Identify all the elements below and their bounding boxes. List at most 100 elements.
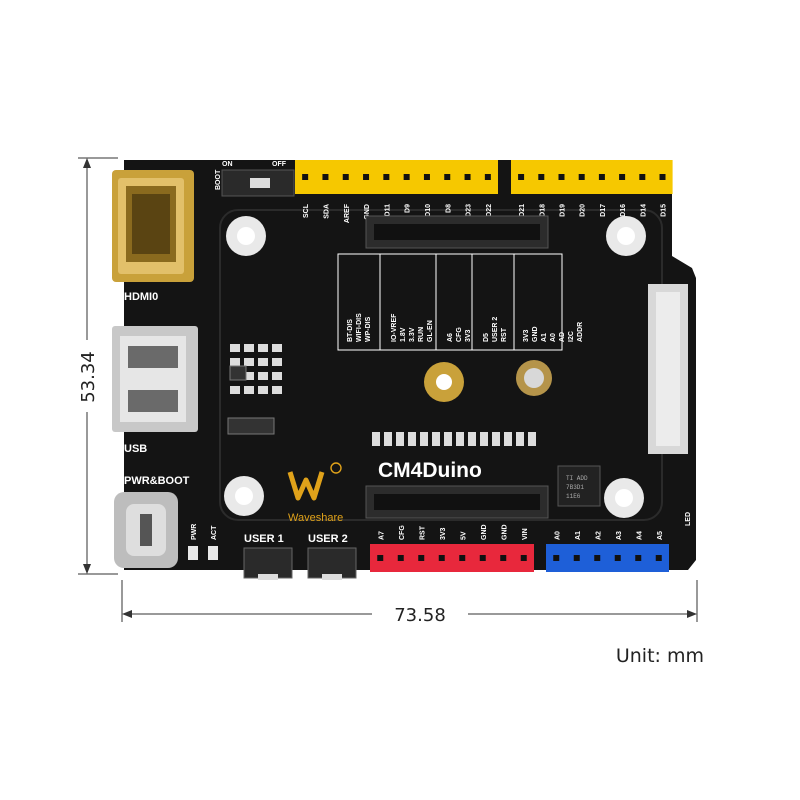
header-pin-hole <box>484 174 491 180</box>
smd-regulator <box>227 417 275 435</box>
jumper-label: A0 <box>550 333 557 342</box>
user1-button[interactable] <box>243 547 293 580</box>
pin-label: SCL <box>303 203 310 218</box>
smd-resistor <box>468 432 476 446</box>
height-dimension: 53.34 <box>78 157 118 575</box>
jumper-block <box>337 253 563 351</box>
header-pin-hole <box>479 555 486 561</box>
header-pin-hole <box>553 555 560 561</box>
header-pin-hole <box>444 174 451 180</box>
smd-resistor <box>432 432 440 446</box>
pin-label: D18 <box>539 204 546 217</box>
pin-label: D15 <box>661 204 668 217</box>
pin-label: VIN <box>522 528 529 540</box>
header-pin-hole <box>363 174 370 180</box>
pin-label: 3V3 <box>440 527 447 540</box>
pin-label: A1 <box>575 531 582 540</box>
brand-label: Waveshare <box>288 512 343 524</box>
smd-cap <box>244 386 254 394</box>
jumper-label: GL-EN <box>427 320 434 342</box>
jumper-label: 3.3V <box>409 327 416 342</box>
header-pin-hole <box>464 174 471 180</box>
jumper-label: A6 <box>447 333 454 342</box>
pin-label: D23 <box>466 204 473 217</box>
pin-label: D8 <box>445 204 452 213</box>
width-label: 73.58 <box>394 605 446 626</box>
jumper-label: WP-DIS <box>365 316 372 342</box>
smd-ic <box>229 365 247 381</box>
smd-cap <box>230 386 240 394</box>
smd-resistor <box>420 432 428 446</box>
header-pin-hole <box>423 174 430 180</box>
fpc-connector <box>648 284 688 454</box>
pin-label: D9 <box>405 204 412 213</box>
jumper-label: A1 <box>541 333 548 342</box>
pin-label: AREF <box>344 203 351 223</box>
header-pin-hole <box>639 174 646 180</box>
jumper-label: RUN <box>418 327 425 342</box>
width-dimension: 73.58 <box>121 580 698 626</box>
hdmi-label: HDMI0 <box>124 291 158 303</box>
boot-on-label: ON <box>222 161 233 168</box>
board-name: CM4Duino <box>378 459 482 482</box>
jumper-label: WIFI-DIS <box>356 313 363 342</box>
gold-pad <box>424 362 464 402</box>
header-pin-hole <box>438 555 445 561</box>
smd-cap <box>272 386 282 394</box>
jumper-label: 3V3 <box>465 329 472 342</box>
header-pin-hole <box>558 174 565 180</box>
header-pin-hole <box>459 555 466 561</box>
led-label: LED <box>685 512 692 526</box>
pin-label: D14 <box>640 204 647 217</box>
header-pin-hole <box>383 174 390 180</box>
user2-button[interactable] <box>307 547 357 580</box>
jumper-label: 3V3 <box>523 329 530 342</box>
mount-hole-br <box>604 478 644 518</box>
smd-components <box>227 344 536 446</box>
header-pin-hole <box>302 174 309 180</box>
height-label: 53.34 <box>78 351 99 403</box>
pin-label: D11 <box>384 204 391 217</box>
smd-resistor <box>456 432 464 446</box>
mount-hole-bl <box>224 476 264 516</box>
header-pin-hole <box>659 174 666 180</box>
mount-hole-tl <box>226 216 266 256</box>
header-pin-hole <box>619 174 626 180</box>
smd-cap <box>258 344 268 352</box>
jumper-label: BT-DIS <box>347 319 354 342</box>
pin-label: A2 <box>595 531 602 540</box>
silver-pad <box>516 360 552 396</box>
i2c-adc-chip: TI ADD 7B3D1 11E6 <box>557 465 601 507</box>
smd-cap <box>244 372 254 380</box>
header-pin-hole <box>397 555 404 561</box>
header-pin-hole <box>594 555 601 561</box>
jumper-label: D5 <box>483 333 490 342</box>
pin-label: D16 <box>620 204 627 217</box>
smd-resistor <box>384 432 392 446</box>
usb-c-port <box>114 492 178 568</box>
usb-label: USB <box>124 443 147 455</box>
smd-cap <box>258 372 268 380</box>
user2-label: USER 2 <box>308 533 348 545</box>
hdr-top-right-body <box>511 160 673 194</box>
mount-hole-tr <box>606 216 646 256</box>
header-pin-hole <box>500 555 507 561</box>
pin-label: D10 <box>425 204 432 217</box>
smd-resistor <box>444 432 452 446</box>
header-pin-hole <box>322 174 329 180</box>
jumper-label: RST <box>501 327 508 342</box>
hdmi-port <box>112 170 194 282</box>
header-pin-hole <box>655 555 662 561</box>
pcb <box>124 160 696 570</box>
waveshare-logo <box>287 462 342 501</box>
header-pin-hole <box>342 174 349 180</box>
pin-label: D19 <box>560 204 567 217</box>
pin-label: A5 <box>657 531 664 540</box>
smd-cap <box>244 358 254 366</box>
pin-label: RST <box>419 525 426 540</box>
pin-label: A7 <box>378 531 385 540</box>
header-pin-hole <box>578 174 585 180</box>
